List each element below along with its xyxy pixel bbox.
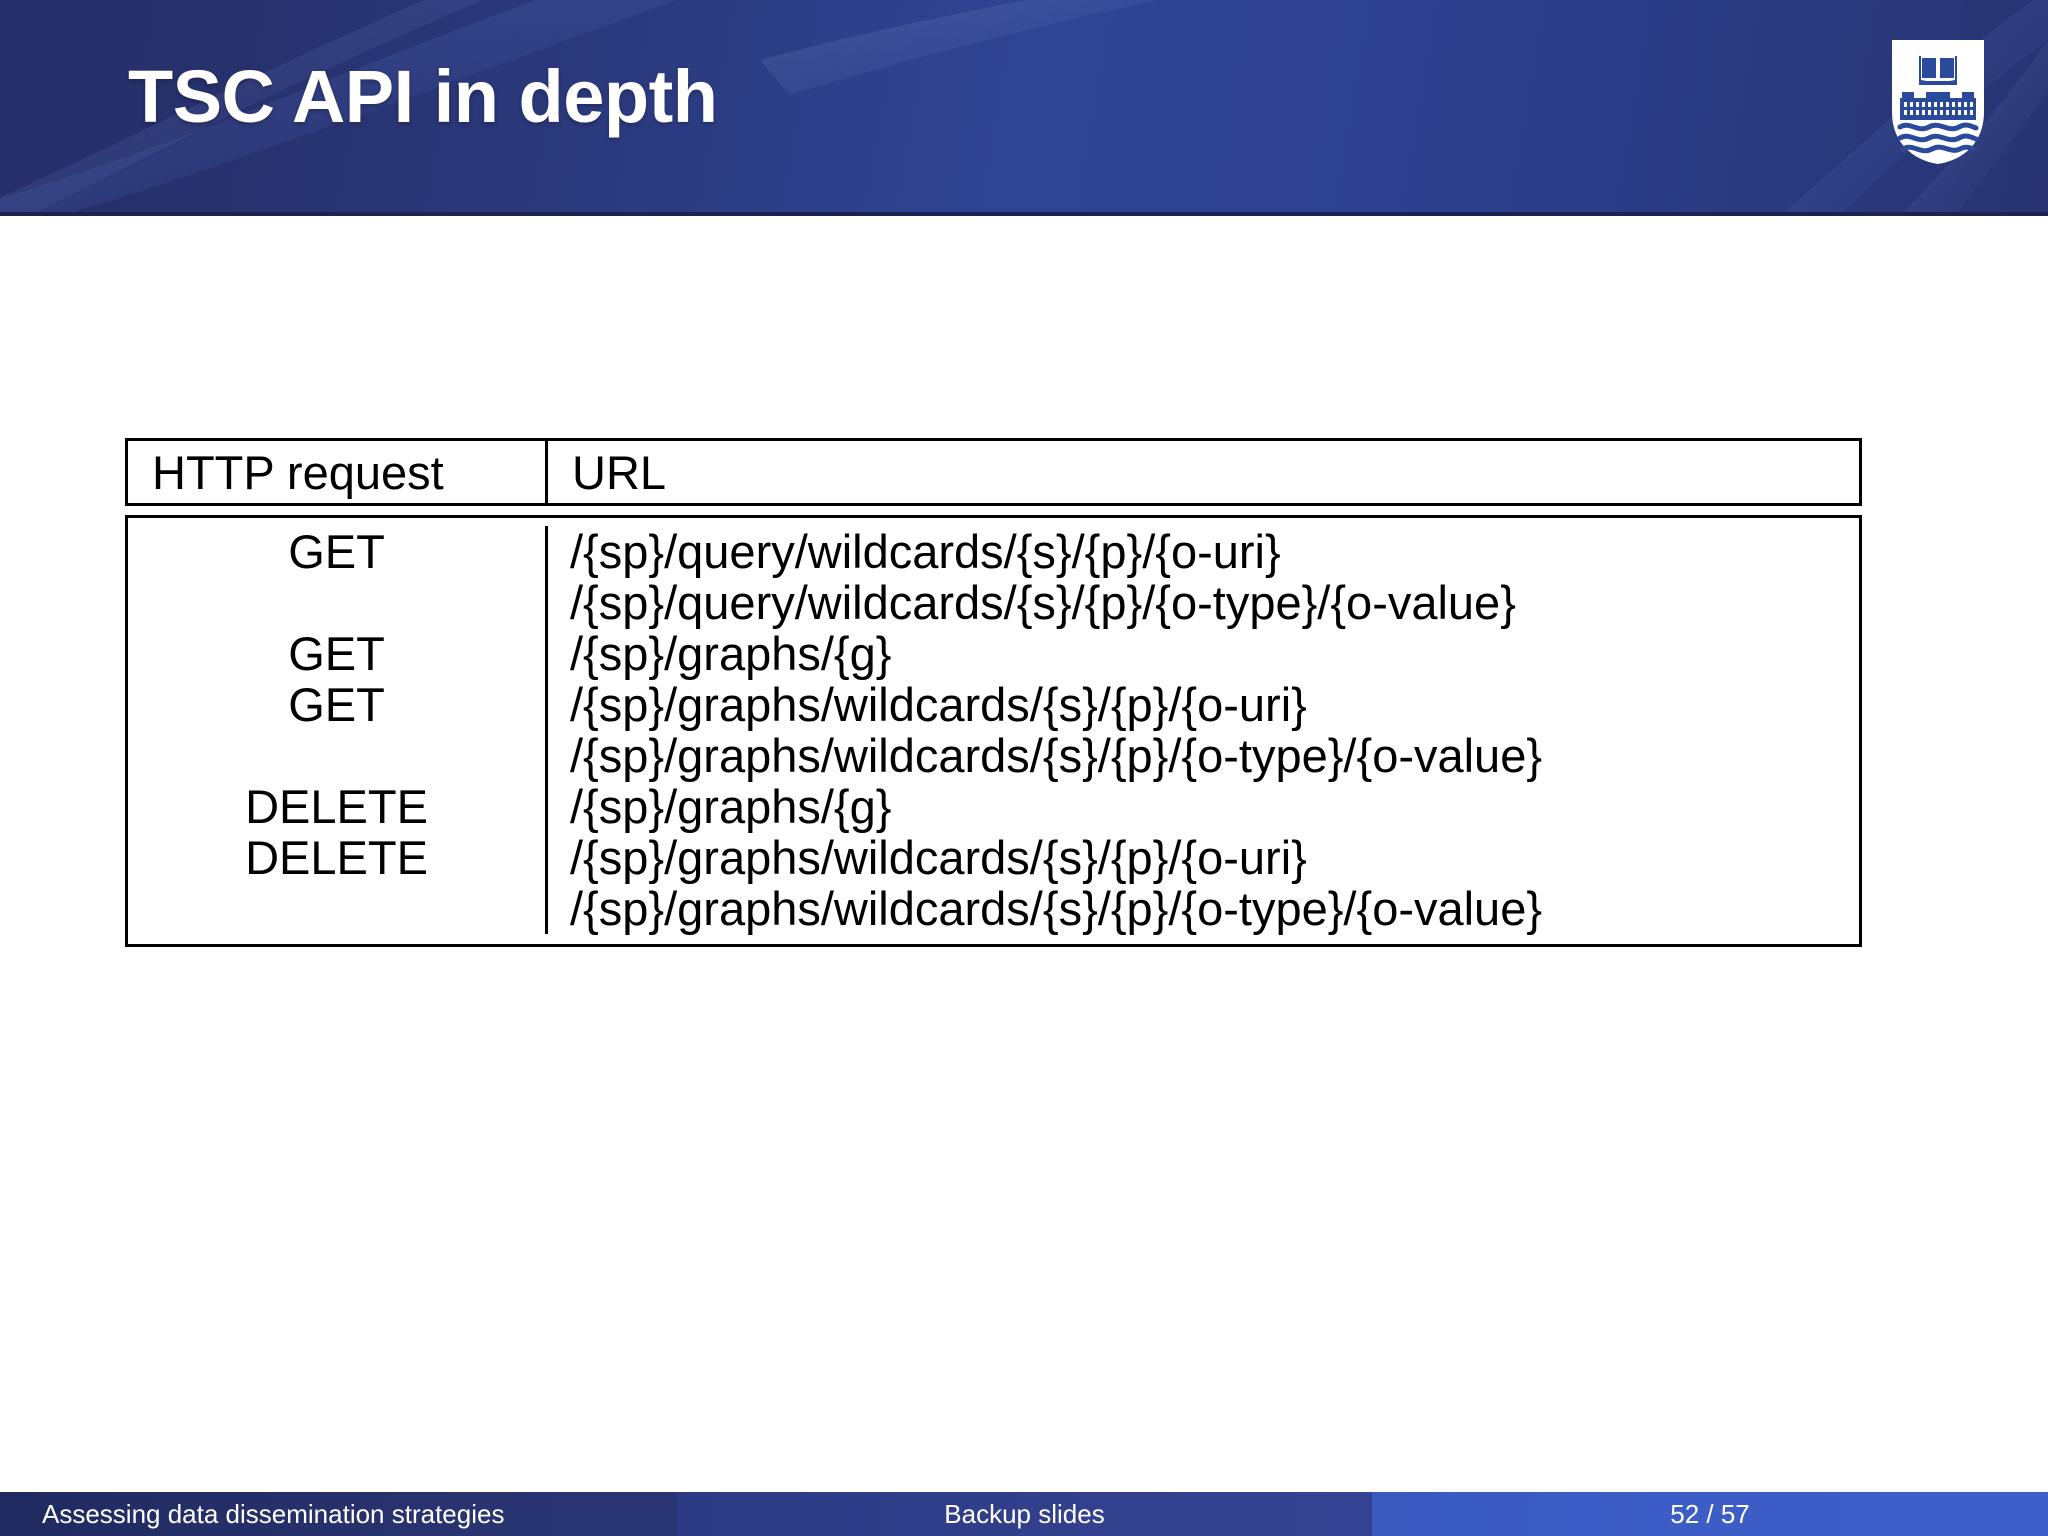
list-item: /{sp}/graphs/wildcards/{s}/{p}/{o-type}/…: [570, 729, 1543, 782]
list-item: /{sp}/graphs/{g}: [570, 780, 892, 833]
header-bottom-rule: [0, 212, 2048, 216]
table-row: DELETE: [245, 780, 428, 833]
table-row: GET: [288, 627, 385, 680]
list-item: /{sp}/graphs/wildcards/{s}/{p}/{o-uri}: [570, 831, 1307, 884]
column-header-url: URL: [572, 445, 667, 499]
list-item: /{sp}/query/wildcards/{s}/{p}/{o-uri}: [570, 525, 1281, 578]
footer-presentation-title: Assessing data dissemination strategies: [0, 1492, 677, 1536]
slide-content: HTTP request URL GET . GET GET . DELETE …: [0, 216, 2048, 1492]
list-item: /{sp}/graphs/{g}: [570, 627, 892, 680]
list-item: /{sp}/graphs/wildcards/{s}/{p}/{o-type}/…: [570, 882, 1543, 935]
table-row: GET: [288, 525, 385, 578]
list-item: /{sp}/graphs/wildcards/{s}/{p}/{o-uri}: [570, 678, 1307, 731]
table-header-cell-url: URL: [548, 449, 1859, 496]
column-header-http-request: HTTP request: [152, 445, 444, 499]
university-coat-of-arms-icon: [1886, 36, 1990, 166]
footer-slide-number: 52 / 57: [1372, 1492, 2048, 1536]
method-spacer: .: [128, 730, 545, 781]
table-header-cell-method: HTTP request: [128, 441, 548, 503]
api-endpoints-table: HTTP request URL GET . GET GET . DELETE …: [125, 438, 1862, 947]
table-row: GET: [288, 678, 385, 731]
list-item: /{sp}/query/wildcards/{s}/{p}/{o-type}/{…: [570, 576, 1516, 629]
table-header-row: HTTP request URL: [125, 438, 1862, 506]
table-body-url-column: /{sp}/query/wildcards/{s}/{p}/{o-uri} /{…: [548, 526, 1859, 934]
footer-section-name: Backup slides: [677, 1492, 1372, 1536]
method-spacer: .: [128, 883, 545, 934]
slide-footer: Assessing data dissemination strategies …: [0, 1492, 2048, 1536]
method-spacer: .: [128, 577, 545, 628]
table-row: DELETE: [245, 831, 428, 884]
table-body-method-column: GET . GET GET . DELETE DELETE .: [128, 526, 548, 934]
table-body: GET . GET GET . DELETE DELETE . /{sp}/qu…: [125, 515, 1862, 947]
slide-header: TSC API in depth: [0, 0, 2048, 216]
page-title: TSC API in depth: [128, 55, 718, 138]
